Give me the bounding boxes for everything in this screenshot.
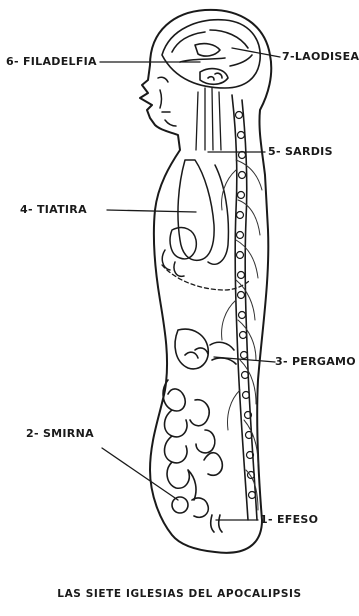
intestines	[163, 380, 215, 500]
liver	[162, 265, 250, 290]
face-details	[158, 77, 176, 126]
label-laodisea: 7-LAODISEA	[282, 51, 359, 63]
diagram-caption: LAS SIETE IGLESIAS DEL APOCALIPSIS	[0, 588, 359, 600]
label-filadelfia: 6- FILADELFIA	[6, 56, 97, 68]
label-pergamo: 3- PERGAMO	[275, 356, 356, 368]
label-tiatira: 4- TIATIRA	[20, 204, 87, 216]
brain	[162, 20, 260, 88]
stomach	[175, 329, 236, 369]
leader-pergamo	[214, 357, 275, 362]
leader-tiatira	[107, 210, 196, 212]
label-sardis: 5- SARDIS	[268, 146, 333, 158]
spinal-cord	[196, 88, 221, 150]
sacrum	[211, 515, 222, 532]
label-smirna: 2- SMIRNA	[26, 428, 94, 440]
leader-laodisea	[232, 48, 280, 57]
label-efeso: 1- EFESO	[260, 514, 318, 526]
